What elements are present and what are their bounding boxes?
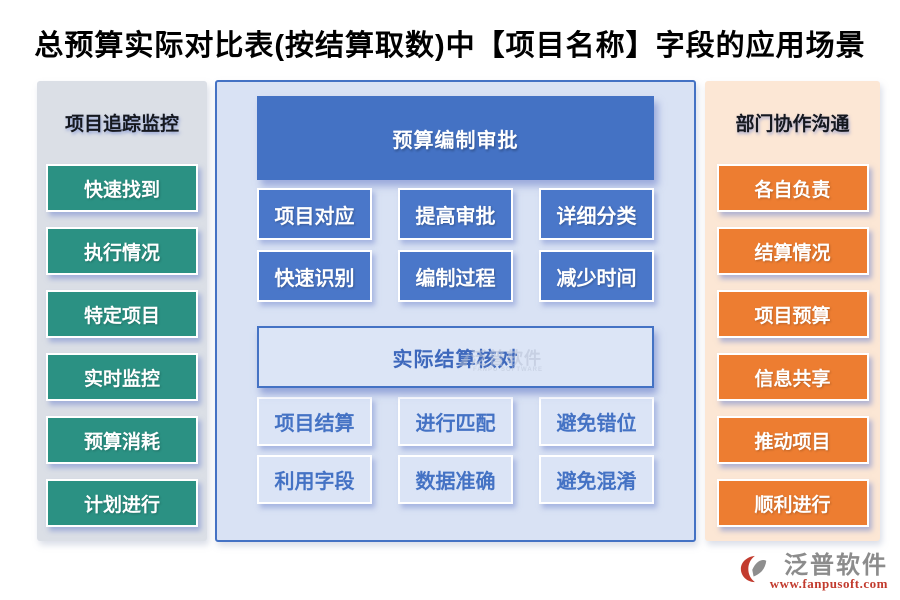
page-title: 总预算实际对比表(按结算取数)中【项目名称】字段的应用场景 [34, 30, 866, 62]
center-chip-avoid-misalignment: 避免错位 [539, 397, 654, 446]
left-chip-plan-progress: 计划进行 [46, 479, 198, 527]
right-chip-info-sharing: 信息共享 [716, 353, 869, 401]
left-chip-specific-project: 特定项目 [46, 290, 198, 338]
brand-name: 泛普软件 [784, 551, 888, 579]
right-panel-department-collaboration: 部门协作沟通 各自负责 结算情况 项目预算 信息共享 推动项目 顺利进行 [705, 81, 880, 541]
right-chip-settlement-status: 结算情况 [716, 227, 869, 275]
right-chip-push-project: 推动项目 [716, 416, 869, 464]
left-chip-quick-find: 快速找到 [46, 164, 198, 212]
center-chip-perform-matching: 进行匹配 [398, 397, 513, 446]
center-chip-project-mapping: 项目对应 [257, 188, 372, 240]
actual-settlement-check-header: 实际结算核对 泛普软件 FANPU SOFTWARE [257, 326, 654, 388]
settlement-check-grid: 项目结算 进行匹配 避免错位 利用字段 数据准确 避免混淆 [257, 397, 654, 504]
fanpu-logo-icon [740, 555, 766, 582]
right-chip-own-responsibility: 各自负责 [716, 164, 869, 212]
right-chip-smooth-progress: 顺利进行 [716, 479, 869, 527]
budget-compilation-approval-header: 预算编制审批 [257, 96, 654, 180]
center-chip-use-field: 利用字段 [257, 455, 372, 504]
left-chip-realtime-monitor: 实时监控 [46, 353, 198, 401]
center-chip-quick-identify: 快速识别 [257, 250, 372, 302]
left-panel-title: 项目追踪监控 [64, 114, 179, 135]
right-panel-title: 部门协作沟通 [735, 114, 850, 135]
center-chip-project-settlement: 项目结算 [257, 397, 372, 446]
center-panel: 预算编制审批 项目对应 提高审批 详细分类 快速识别 编制过程 减少时间 实际结… [215, 80, 696, 542]
left-chip-budget-consumption: 预算消耗 [46, 416, 198, 464]
center-chip-avoid-confusion: 避免混淆 [539, 455, 654, 504]
left-chip-execution-status: 执行情况 [46, 227, 198, 275]
center-chip-compilation-process: 编制过程 [398, 250, 513, 302]
center-chip-improve-approval: 提高审批 [398, 188, 513, 240]
brand-logo: 泛普软件 www.fanpusoft.com [740, 551, 888, 592]
brand-url: www.fanpusoft.com [769, 576, 888, 591]
right-chip-project-budget: 项目预算 [716, 290, 869, 338]
center-chip-detailed-classification: 详细分类 [539, 188, 654, 240]
budget-approval-grid: 项目对应 提高审批 详细分类 快速识别 编制过程 减少时间 [257, 188, 654, 302]
center-chip-data-accuracy: 数据准确 [398, 455, 513, 504]
left-panel-project-tracking: 项目追踪监控 快速找到 执行情况 特定项目 实时监控 预算消耗 计划进行 [37, 81, 207, 541]
actual-settlement-check-label: 实际结算核对 [392, 348, 519, 371]
center-chip-reduce-time: 减少时间 [539, 250, 654, 302]
